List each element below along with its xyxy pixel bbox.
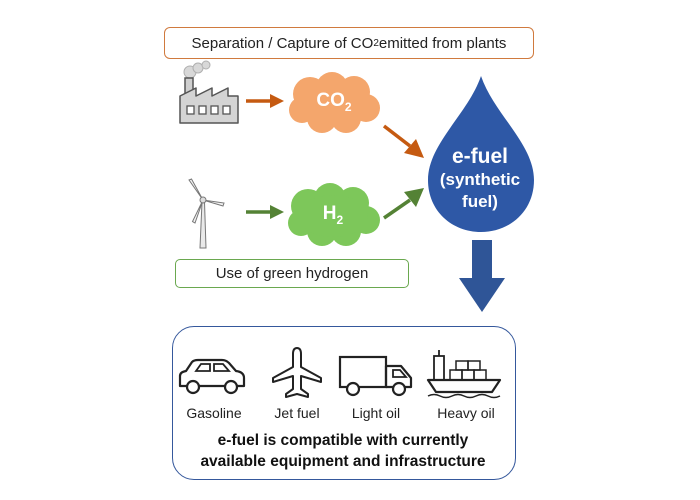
vehicle-label-jet-fuel: Jet fuel bbox=[274, 405, 320, 421]
efuel-subtitle-line2: fuel) bbox=[462, 192, 498, 211]
co2-label-base: CO bbox=[316, 90, 345, 111]
car-icon bbox=[178, 358, 246, 395]
co2-cloud-icon bbox=[289, 72, 380, 133]
plant-capture-text-after: emitted from plants bbox=[378, 34, 507, 52]
efuel-drop-icon bbox=[428, 76, 534, 232]
compatibility-statement: e-fuel is compatible with currently avai… bbox=[172, 430, 514, 472]
co2-label-sub: 2 bbox=[344, 99, 352, 114]
compatibility-line-1: e-fuel is compatible with currently bbox=[217, 432, 469, 449]
h2-label-base: H bbox=[322, 203, 337, 224]
green-hydrogen-label-box: Use of green hydrogen bbox=[175, 259, 409, 288]
efuel-subtitle-line1: (synthetic bbox=[439, 170, 521, 189]
ship-icon bbox=[426, 350, 502, 399]
green-hydrogen-text: Use of green hydrogen bbox=[215, 265, 369, 282]
vehicle-label-heavy-oil: Heavy oil bbox=[437, 405, 495, 421]
down-arrow-icon bbox=[459, 240, 505, 312]
compatibility-line-2: available equipment and infrastructure bbox=[200, 453, 486, 470]
h2-cloud-icon bbox=[288, 183, 380, 246]
vehicle-label-gasoline: Gasoline bbox=[186, 405, 242, 421]
h2-label-sub: 2 bbox=[336, 212, 344, 227]
turbine-to-h2-arrow bbox=[246, 205, 284, 219]
factory-icon bbox=[179, 60, 239, 124]
vehicle-label-light-oil: Light oil bbox=[351, 405, 401, 421]
co2-cloud-label: CO2 bbox=[286, 90, 382, 114]
plant-capture-text-before: Separation / Capture of CO bbox=[191, 34, 374, 52]
h2-to-efuel-arrow bbox=[383, 188, 424, 220]
airplane-icon bbox=[272, 347, 322, 398]
efuel-title: e-fuel bbox=[451, 145, 508, 168]
factory-to-co2-arrow bbox=[246, 94, 284, 108]
wind-turbine-icon bbox=[188, 178, 225, 249]
plant-capture-subscript: 2 bbox=[373, 37, 379, 49]
truck-icon bbox=[338, 355, 413, 397]
h2-cloud-label: H2 bbox=[284, 203, 382, 227]
co2-to-efuel-arrow bbox=[382, 124, 424, 158]
efuel-drop-label: e-fuel (synthetic fuel) bbox=[425, 145, 535, 213]
compatibility-panel bbox=[172, 326, 516, 480]
